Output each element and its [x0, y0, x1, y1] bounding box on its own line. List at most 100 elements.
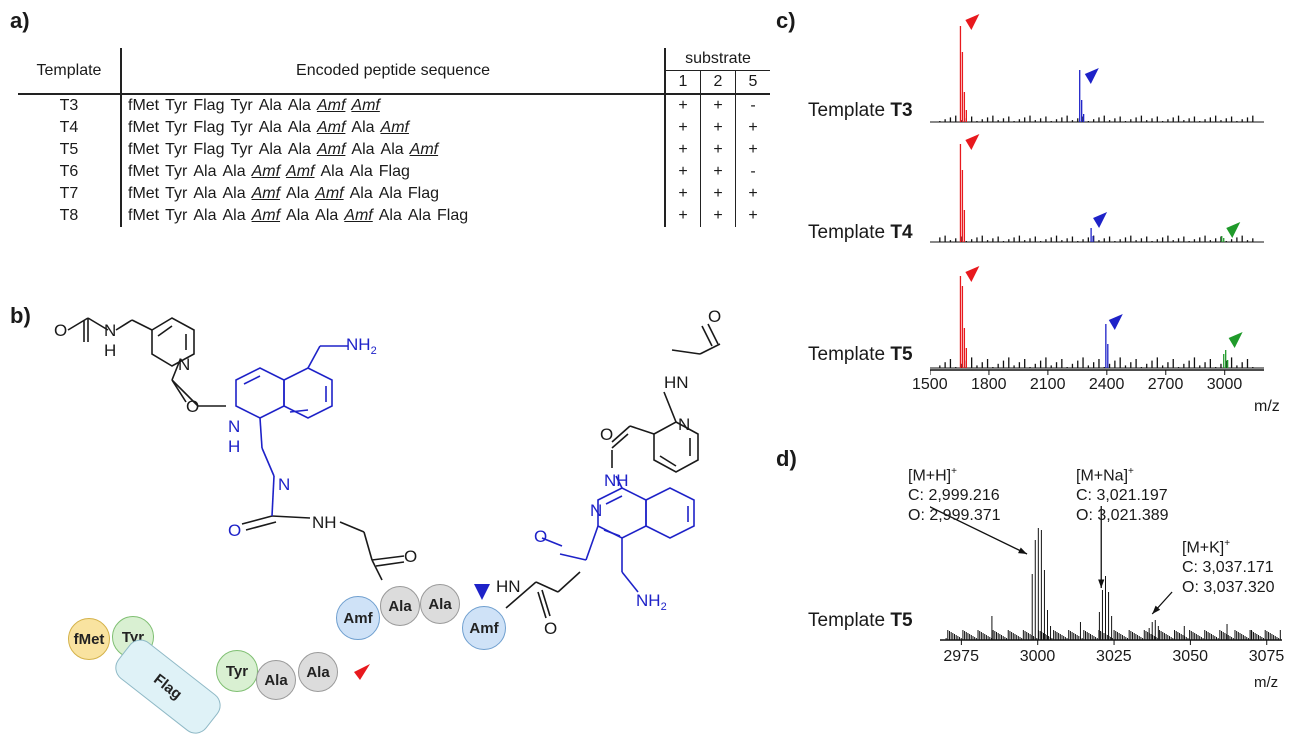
residue-token: Amf	[409, 141, 439, 158]
atom-o-6: O	[600, 425, 613, 444]
atom-h-2: H	[228, 437, 240, 456]
residue-token: Amf	[316, 97, 346, 114]
substrate-result-cell: +	[678, 185, 688, 202]
residue-token: fMet	[128, 119, 160, 136]
residue-token: Amf	[251, 163, 281, 180]
template-cell: T3	[18, 94, 122, 117]
residue-token: Amf	[316, 141, 346, 158]
substrate-result-cell: +	[678, 97, 688, 114]
atom-hn-1: HN	[664, 373, 689, 392]
atom-o-4: O	[404, 547, 417, 566]
residue-token: Ala	[407, 207, 431, 224]
panel-label-c: c)	[776, 8, 796, 33]
peak-marker	[1228, 332, 1243, 348]
substrate-result-cell: +	[700, 161, 736, 183]
substrate-result-cell: +	[700, 205, 736, 227]
residue-ala-3: Ala	[380, 586, 420, 626]
atom-o-7: O	[534, 527, 547, 546]
peak-marker	[1084, 68, 1099, 84]
residue-token: Ala	[286, 207, 310, 224]
spectrum-label-t4: Template T4	[808, 222, 913, 243]
residue-ala-4: Ala	[420, 584, 460, 624]
residue-token: Tyr	[230, 97, 253, 114]
arrow-mk-head	[1152, 605, 1161, 614]
atom-nh2-2: NH2	[636, 591, 667, 613]
residue-token: Ala	[315, 207, 339, 224]
substrate-result-cell: -	[750, 97, 756, 114]
annotation-mh: [M+H]+ C: 2,999.216 O: 2,999.371	[908, 466, 1001, 525]
atom-o-3: O	[228, 521, 241, 540]
mass-spectra-panel-c	[930, 14, 1264, 375]
residue-token: Ala	[193, 207, 217, 224]
residue-token: Tyr	[165, 141, 188, 158]
substrate-result-cell: +	[678, 141, 688, 158]
residue-token: Amf	[251, 185, 281, 202]
residue-token: Ala	[287, 141, 311, 158]
template-cell: T4	[18, 117, 122, 139]
atom-n-4: N	[278, 475, 290, 494]
arrow-mna-head	[1098, 579, 1105, 588]
peak-marker	[1108, 314, 1123, 330]
substrate-result-cell: +	[678, 119, 688, 136]
x-tick-label-d: 3050	[1172, 648, 1208, 665]
peak-marker	[1226, 222, 1241, 238]
residue-fmet: fMet	[68, 618, 110, 660]
peptide-sequence-table: Template Encoded peptide sequence substr…	[18, 48, 770, 227]
annotation-mna: [M+Na]+ C: 3,021.197 O: 3,021.389	[1076, 466, 1169, 525]
arrow-mh	[930, 506, 1028, 555]
template-cell: T7	[18, 183, 122, 205]
residue-token: Flag	[407, 185, 439, 202]
residue-token: Ala	[351, 119, 375, 136]
residue-token: fMet	[128, 185, 160, 202]
spectrum-label-t3: Template T3	[808, 100, 913, 121]
residue-token: fMet	[128, 207, 160, 224]
x-tick-label-c: 2700	[1147, 376, 1184, 393]
substrate-result-cell: +	[748, 207, 758, 224]
atom-o-8: O	[544, 619, 557, 638]
atom-o-5: O	[708, 307, 721, 326]
peak-marker	[965, 266, 980, 282]
residue-token: Ala	[258, 141, 282, 158]
residue-token: Tyr	[165, 163, 188, 180]
residue-token: fMet	[128, 163, 160, 180]
structure-bonds-blue	[235, 345, 695, 593]
atom-n-5: N	[678, 415, 690, 434]
residue-token: Flag	[193, 119, 225, 136]
annotation-mk: [M+K]+ C: 3,037.171 O: 3,037.320	[1182, 538, 1275, 597]
template-cell: T5	[18, 139, 122, 161]
residue-token: Ala	[287, 119, 311, 136]
residue-token: Amf	[316, 119, 346, 136]
panel-label-a: a)	[10, 8, 30, 33]
peak-marker	[965, 134, 980, 150]
residue-token: Ala	[287, 97, 311, 114]
xlabel-c: m/z	[1254, 398, 1280, 415]
residue-token: Flag	[378, 163, 410, 180]
structure-bonds-black	[67, 317, 721, 619]
residue-token: Amf	[380, 119, 409, 136]
x-tick-label-d: 3000	[1019, 648, 1056, 665]
substrate-result-cell: +	[748, 185, 758, 202]
residue-token: Ala	[222, 163, 246, 180]
residue-token: Tyr	[230, 141, 253, 158]
peak-marker	[1093, 212, 1108, 228]
residue-tyr-2: Tyr	[216, 650, 258, 692]
residue-token: Ala	[258, 97, 282, 114]
substrate-result-cell: +	[678, 163, 688, 180]
residue-token: Ala	[378, 207, 402, 224]
substrate-result-cell: -	[750, 163, 756, 180]
atom-n-1: N	[104, 321, 116, 340]
residue-amf-1: Amf	[336, 596, 380, 640]
spectrum-label-d: Template T5	[808, 610, 913, 631]
atom-h-1: H	[104, 341, 116, 360]
substrate-result-cell: +	[748, 141, 758, 158]
residue-token: Ala	[222, 207, 246, 224]
residue-token: Tyr	[165, 97, 188, 114]
header-substrate-1: 1	[665, 70, 701, 95]
residue-token: fMet	[128, 97, 160, 114]
